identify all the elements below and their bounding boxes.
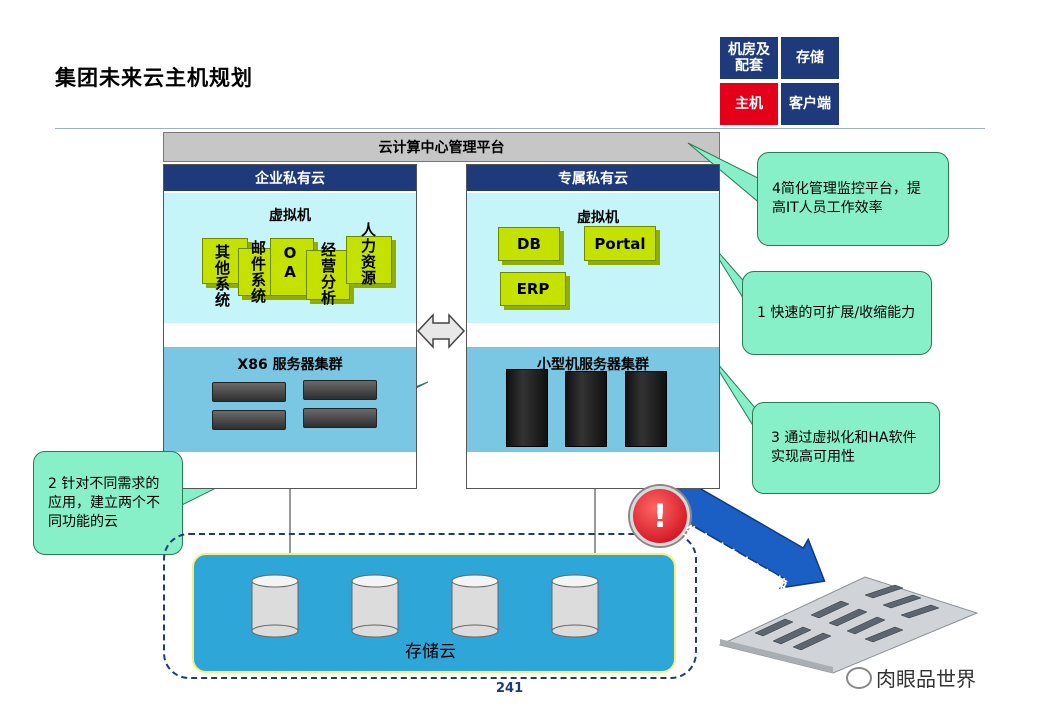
vm-box-hr xyxy=(346,236,392,284)
storage-disk-icon xyxy=(551,574,599,638)
bidirectional-arrow-icon xyxy=(416,313,466,349)
legend-item-storage: 存储 xyxy=(781,37,839,79)
callout-high-availability: 3 通过虚拟化和HA软件实现高可用性 xyxy=(752,402,940,494)
cluster-label: X86 服务器集群 xyxy=(237,357,343,373)
vm-label: 虚拟机 xyxy=(269,208,311,224)
vm-box-business-analysis xyxy=(306,250,350,300)
server-zone: X86 服务器集群 xyxy=(164,347,416,452)
legend-grid: 机房及 配套 存储 主机 客户端 xyxy=(720,37,840,125)
callout-scalability: 1 快速的可扩展/收缩能力 xyxy=(742,271,932,355)
cluster-label: 小型机服务器集群 xyxy=(537,357,649,373)
page-title: 集团未来云主机规划 xyxy=(55,66,253,90)
legend-item-client: 客户端 xyxy=(781,82,839,125)
storage-cloud-boundary xyxy=(163,533,697,679)
vm-label-oa: OA xyxy=(281,244,299,282)
legend-item-datacenter: 机房及 配套 xyxy=(720,37,778,79)
vm-box-portal: Portal xyxy=(584,226,656,261)
vm-label-other-systems: 其他系统 xyxy=(213,244,231,308)
cloud-header: 专属私有云 xyxy=(467,165,719,191)
storage-cloud-label: 存储云 xyxy=(405,642,456,662)
storage-disk-icon xyxy=(451,574,499,638)
vm-box-db: DB xyxy=(498,227,560,261)
legend-item-host: 主机 xyxy=(720,82,778,125)
vm-label-hr: 人力资源 xyxy=(359,222,377,286)
storage-disks xyxy=(251,574,599,638)
watermark-text: 肉眼品世界 xyxy=(876,667,976,691)
title-divider xyxy=(55,128,985,129)
vm-label-mail-system: 邮件系统 xyxy=(249,240,267,304)
wechat-icon xyxy=(846,667,872,689)
management-platform-bar: 云计算中心管理平台 xyxy=(163,132,720,162)
x86-server-icon xyxy=(303,408,377,428)
callout-simplified-management: 4简化管理监控平台，提高IT人员工作效率 xyxy=(757,152,949,246)
vm-label-business-analysis: 经营分析 xyxy=(319,242,337,306)
cloud-header: 企业私有云 xyxy=(164,165,416,191)
page-number: 241 xyxy=(496,681,524,696)
vm-label: 虚拟机 xyxy=(577,210,619,226)
callout-two-clouds: 2 针对不同需求的应用，建立两个不同功能的云 xyxy=(33,451,183,555)
datacenter-floor-illustration xyxy=(718,576,979,674)
minicomputer-rack-icon xyxy=(625,371,667,447)
x86-server-icon xyxy=(303,380,377,400)
warning-icon: ! xyxy=(630,486,690,546)
x86-server-icon xyxy=(212,410,286,430)
minicomputer-rack-icon xyxy=(506,369,548,447)
enterprise-private-cloud: 企业私有云 虚拟机 X86 服务器集群 xyxy=(163,164,417,489)
minicomputer-rack-icon xyxy=(565,371,607,447)
storage-disk-icon xyxy=(351,574,399,638)
vm-box-erp: ERP xyxy=(500,272,566,306)
storage-disk-icon xyxy=(251,574,299,638)
x86-server-icon xyxy=(212,382,286,402)
